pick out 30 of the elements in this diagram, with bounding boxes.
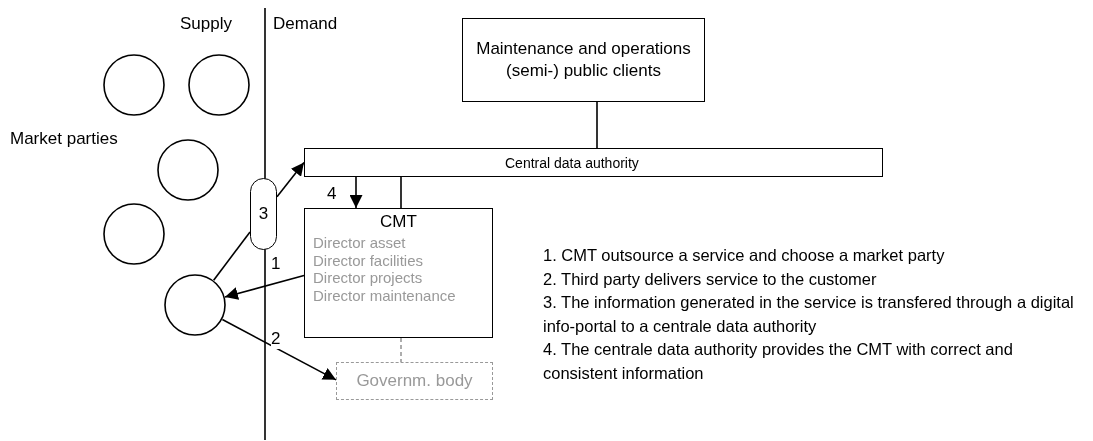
connector-line — [400, 176, 402, 209]
connector-line — [212, 231, 251, 282]
box-label: Central data authority — [505, 154, 639, 171]
group-label: Market parties — [10, 129, 118, 149]
note-text: 3. The information generated in the service is transfered through a digital info-portal to a centrale data authority — [543, 292, 1075, 337]
connector-line — [596, 101, 598, 149]
role-text: Director projects — [313, 269, 424, 288]
note-text: 1. CMT outsource a service and choose a market party — [543, 245, 946, 266]
column-heading: Supply — [180, 14, 232, 34]
arrow — [224, 274, 305, 300]
column-heading: Demand — [273, 14, 338, 34]
step-pill — [250, 178, 277, 250]
step-number: 3 — [258, 204, 269, 224]
dashed-connector — [400, 337, 402, 363]
process-box — [462, 18, 705, 102]
box-title: CMT — [379, 212, 418, 233]
note-text: 4. The centrale data authority provides the CMT with correct and consistent information — [543, 339, 1014, 384]
role-text: Director asset — [313, 234, 407, 252]
arrow — [349, 176, 363, 209]
process-box — [304, 208, 493, 338]
note-text: 2. Third party delivers service to the customer — [543, 268, 878, 290]
role-text: Director facilities — [313, 251, 425, 270]
role-text: Director maintenance — [313, 287, 457, 305]
process-box — [336, 362, 493, 400]
edge-label: 2 — [271, 329, 281, 349]
arrow — [221, 318, 337, 381]
box-label: Governm. body — [356, 371, 473, 391]
authority-bar — [304, 148, 883, 177]
arrow — [276, 161, 305, 198]
box-label: Maintenance and operations (semi-) public clients — [475, 37, 692, 82]
